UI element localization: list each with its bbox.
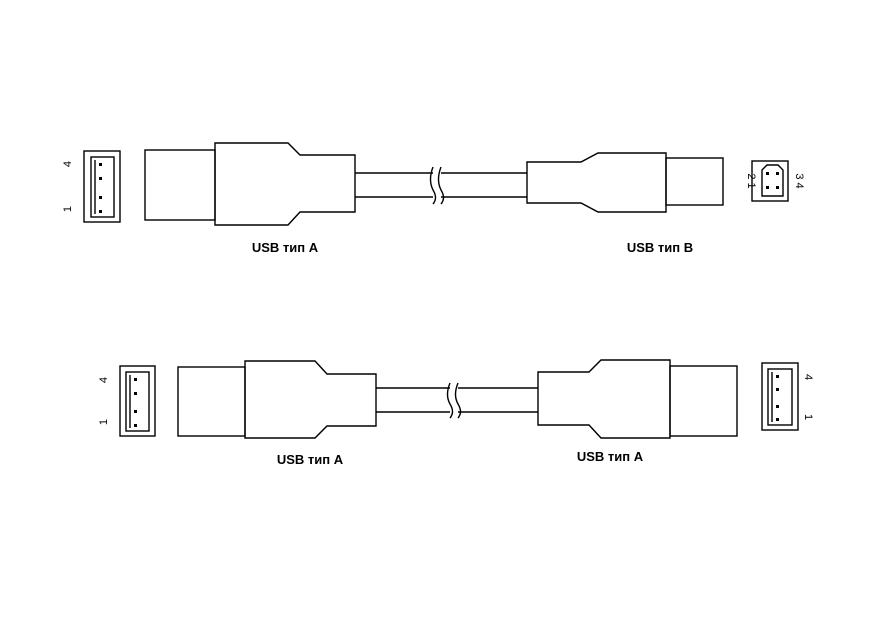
- pin-labels-2-1: 2 1: [745, 173, 757, 188]
- port-inner: [125, 371, 150, 432]
- plug-metal-shell: [669, 365, 738, 437]
- plug-metal-shell: [665, 157, 724, 206]
- usb-a-plug-left: [177, 360, 377, 439]
- pin-contact: [99, 196, 102, 199]
- pin-contact: [766, 172, 769, 175]
- pin-contact: [99, 210, 102, 213]
- pin-contact: [776, 405, 779, 408]
- pin-contact: [99, 163, 102, 166]
- usb-a-port-face-left: 4 1: [62, 150, 121, 223]
- port-outer: [751, 160, 789, 202]
- port-outer: [83, 150, 121, 223]
- port-inner: [767, 368, 793, 426]
- cable-break-mark: [429, 166, 437, 205]
- plug-housing: [526, 152, 667, 213]
- usb-a-port-face-right: 4 1: [761, 362, 814, 431]
- usb-a-port-face-left: 4 1: [98, 365, 156, 437]
- port-inner: [761, 164, 784, 197]
- plug-metal-shell: [144, 149, 216, 221]
- pin-label-1: 1: [802, 414, 814, 420]
- pin-contact: [776, 186, 779, 189]
- pin-contact: [134, 378, 137, 381]
- plug-housing: [244, 360, 377, 439]
- pin-contact: [134, 410, 137, 413]
- pin-contact: [776, 388, 779, 391]
- pin-label-4: 4: [802, 374, 814, 380]
- port-outer: [119, 365, 156, 437]
- plug-metal-shell: [177, 366, 246, 437]
- pin-contact: [766, 186, 769, 189]
- cable-break-mark: [446, 382, 454, 419]
- label-usb-a-right: USB тип A: [577, 449, 644, 464]
- port-inner: [90, 156, 115, 218]
- pin-contact: [99, 177, 102, 180]
- pin-contact: [134, 392, 137, 395]
- cable-break-mark: [454, 382, 462, 419]
- pin-contact: [776, 375, 779, 378]
- pin-contact: [776, 172, 779, 175]
- pin-contact: [776, 418, 779, 421]
- label-usb-b: USB тип B: [627, 240, 693, 255]
- cable-wire: [376, 382, 538, 419]
- pin-labels-3-4: 3 4: [793, 173, 805, 188]
- usb-b-plug-right: [526, 152, 724, 213]
- pin-label-1: 1: [98, 419, 110, 425]
- cable-break-mark: [437, 166, 445, 205]
- label-usb-a: USB тип A: [252, 240, 319, 255]
- usb-b-port-face-right: 2 1 3 4: [745, 160, 805, 202]
- cable-a-to-b: 4 1 2 1: [62, 142, 805, 255]
- cable-wire-left: [355, 166, 527, 205]
- usb-a-plug-left: [144, 142, 356, 226]
- pin-label-4: 4: [62, 161, 74, 167]
- pin-label-4: 4: [98, 377, 110, 383]
- port-outer: [761, 362, 799, 431]
- pin-contact: [134, 424, 137, 427]
- cable-a-to-a: 4 1 4: [98, 359, 814, 467]
- label-usb-a-left: USB тип A: [277, 452, 344, 467]
- plug-housing: [214, 142, 356, 226]
- plug-housing: [537, 359, 671, 439]
- pin-label-1: 1: [62, 206, 74, 212]
- usb-a-plug-right: [537, 359, 738, 439]
